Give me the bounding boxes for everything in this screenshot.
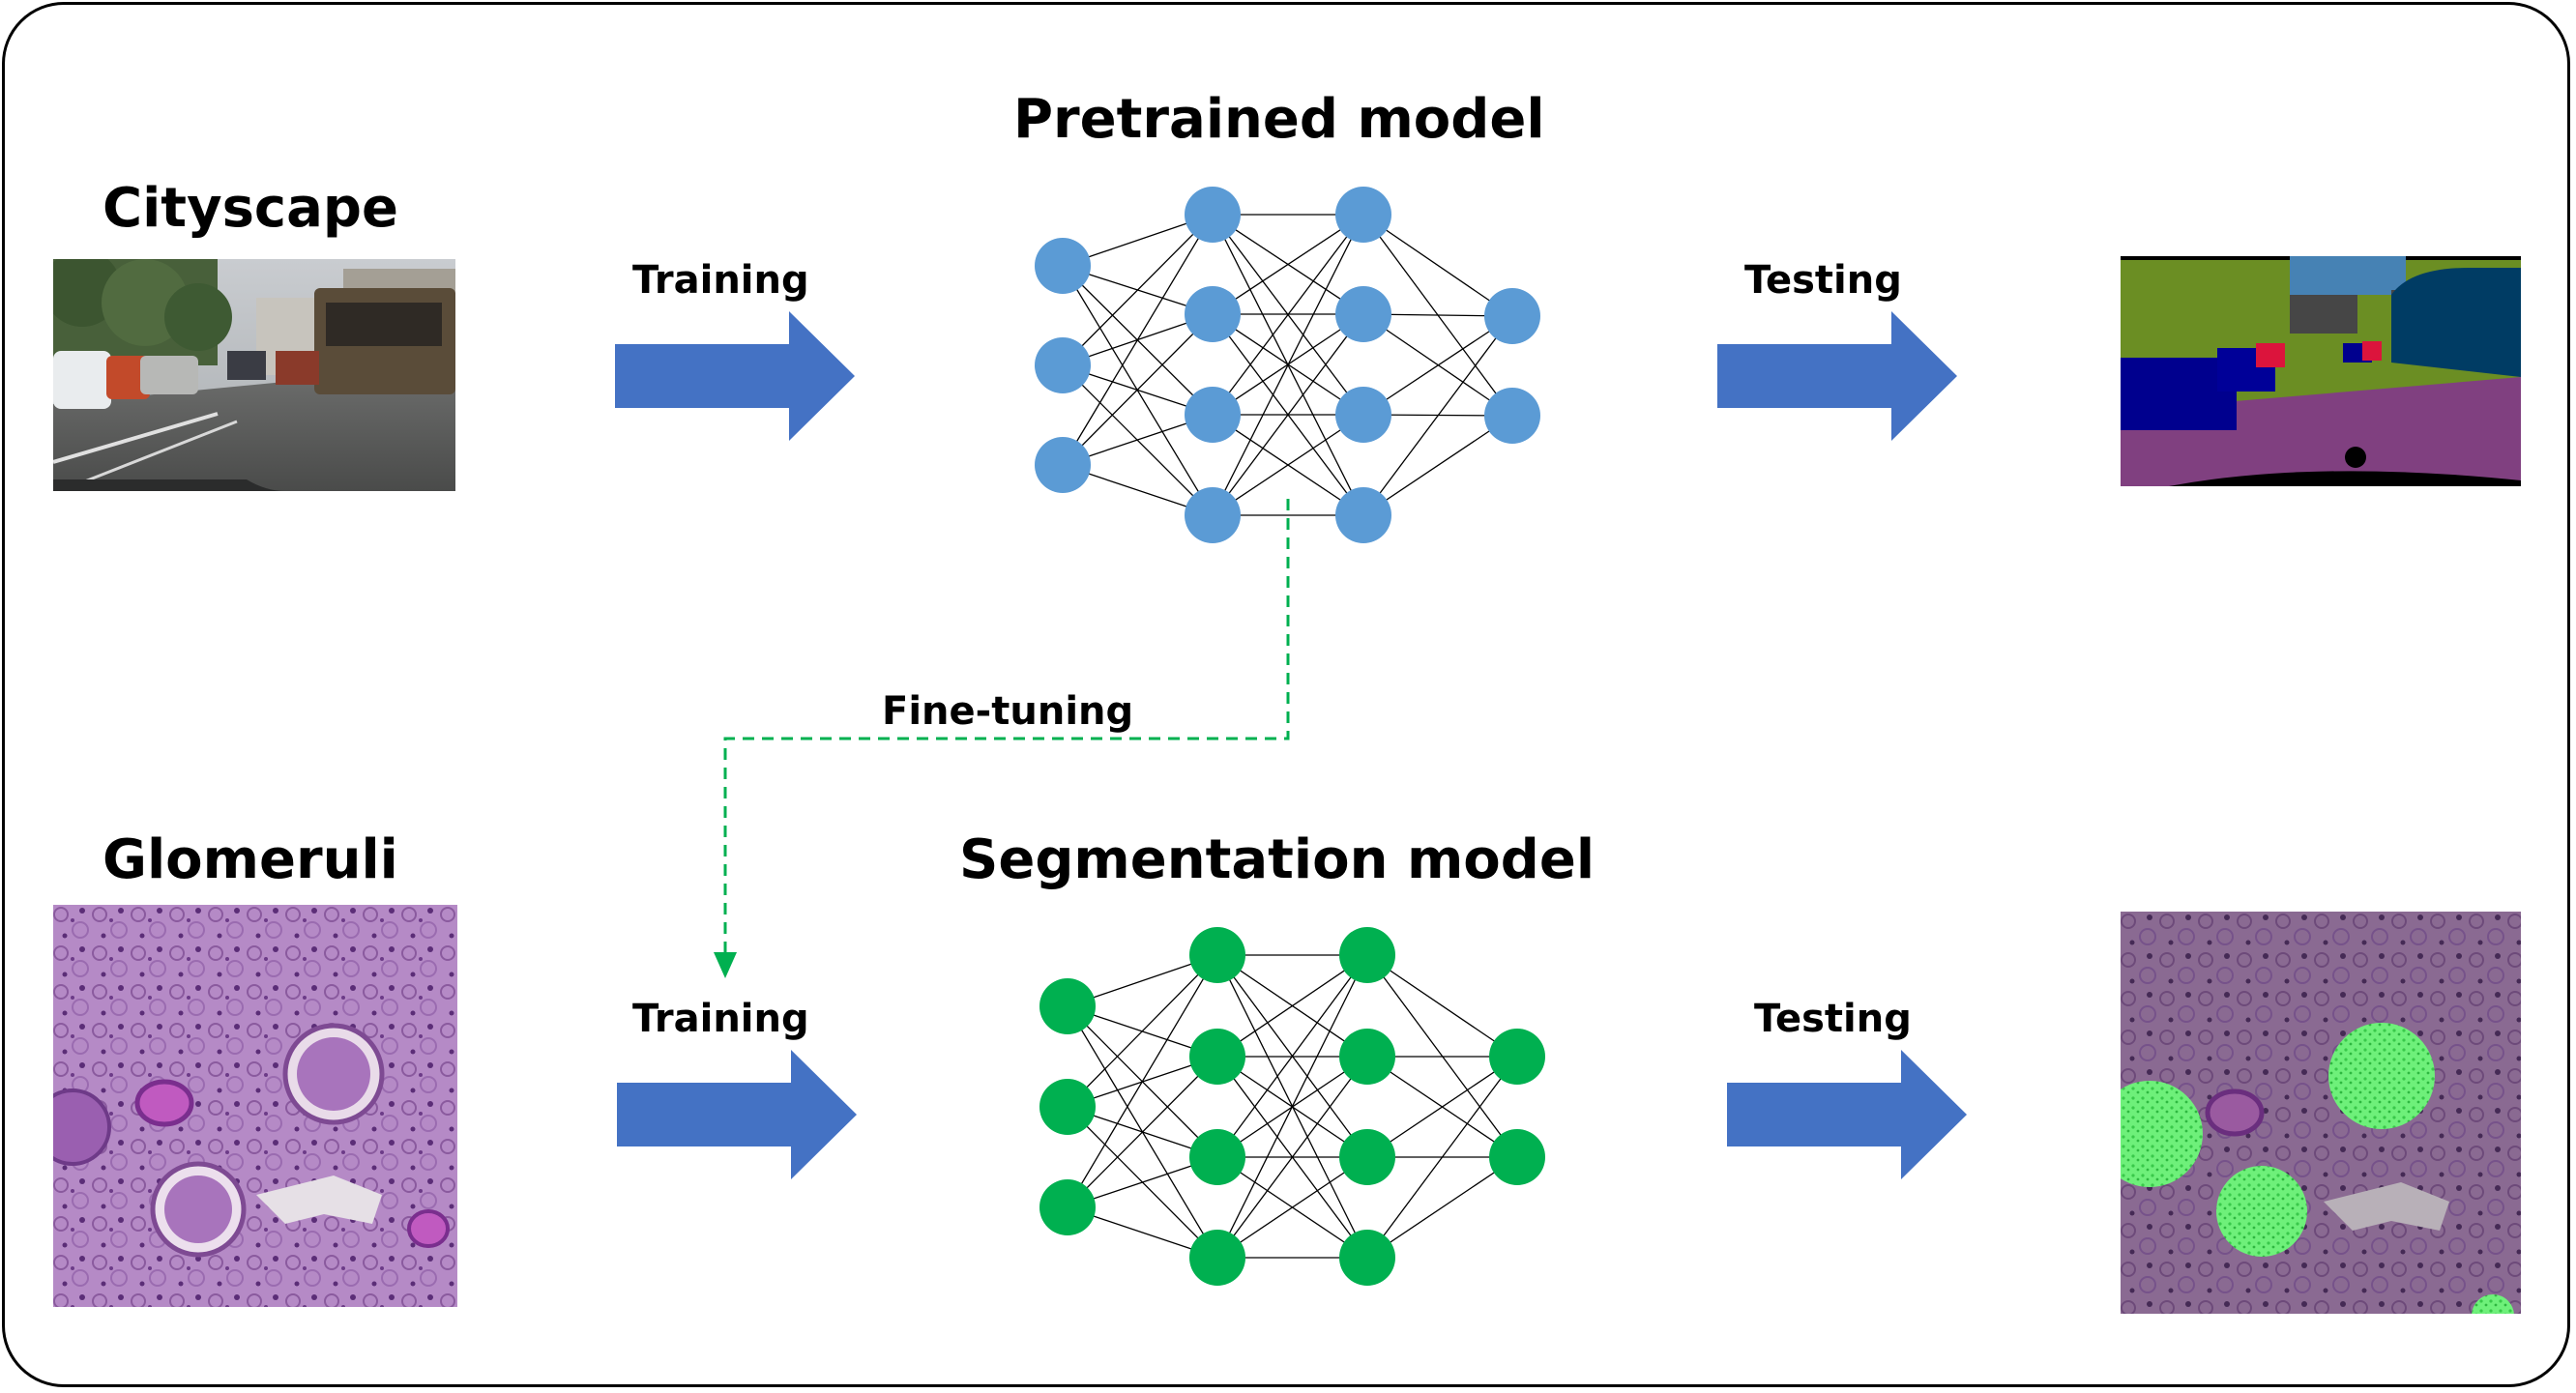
segmentation-edge <box>1216 1056 1368 1259</box>
pretrained-edge <box>1362 315 1513 516</box>
pretrained-node-l2-n4 <box>1185 487 1241 543</box>
pretrained-node-l1-n1 <box>1035 238 1091 294</box>
pretrained-node-l3-n4 <box>1335 487 1391 543</box>
segmentation-node-l3-n3 <box>1339 1129 1395 1185</box>
segmentation-node-l1-n3 <box>1039 1179 1096 1235</box>
segmentation-node-l2-n3 <box>1189 1129 1245 1185</box>
glomeruli-histology-image <box>53 905 457 1307</box>
segmentation-node-l3-n1 <box>1339 927 1395 983</box>
pretrained-model-title: Pretrained model <box>1013 88 1545 151</box>
segmentation-edge <box>1216 954 1368 1259</box>
top-training-arrow <box>615 311 855 441</box>
pretrained-edge <box>1212 214 1364 416</box>
pretrained-node-l2-n3 <box>1185 387 1241 443</box>
segmentation-node-l3-n4 <box>1339 1230 1395 1286</box>
fine-tuning-connector <box>723 499 1290 962</box>
pretrained-edge <box>1062 214 1214 466</box>
top-training-label: Training <box>632 258 809 303</box>
cityscape-segmentation-output <box>2121 256 2521 486</box>
segmentation-node-l2-n1 <box>1189 927 1245 983</box>
fine-tuning-label: Fine-tuning <box>882 689 1134 734</box>
segmentation-edge <box>1067 954 1218 1108</box>
pretrained-edge <box>1212 313 1364 516</box>
segmentation-edge <box>1067 954 1218 1208</box>
segmentation-node-l3-n2 <box>1339 1029 1395 1085</box>
pretrained-node-l4-n1 <box>1484 288 1540 344</box>
segmentation-edge <box>1366 1056 1518 1158</box>
segmentation-edge <box>1366 1056 1518 1259</box>
pretrained-node-l4-n2 <box>1484 388 1540 444</box>
segmentation-node-l4-n1 <box>1489 1029 1545 1085</box>
pretrained-node-l2-n2 <box>1185 286 1241 342</box>
top-testing-arrow <box>1717 311 1957 441</box>
cityscape-photo <box>53 259 455 491</box>
glomeruli-segmentation-output <box>2121 912 2521 1314</box>
pretrained-edge <box>1362 415 1513 516</box>
top-testing-label: Testing <box>1744 258 1902 303</box>
segmentation-node-l2-n4 <box>1189 1230 1245 1286</box>
bottom-training-arrow <box>617 1050 857 1179</box>
pretrained-edge <box>1212 414 1364 516</box>
pretrained-node-l3-n2 <box>1335 286 1391 342</box>
pretrained-edge <box>1062 214 1214 366</box>
cityscape-title: Cityscape <box>102 177 398 240</box>
pretrained-edge <box>1062 313 1214 466</box>
segmentation-edge <box>1216 954 1368 1058</box>
pretrained-edge <box>1212 214 1364 516</box>
pretrained-edge <box>1362 214 1513 317</box>
pretrained-edge <box>1362 315 1513 416</box>
pretrained-node-l1-n2 <box>1035 337 1091 393</box>
bottom-testing-arrow <box>1727 1050 1967 1179</box>
segmentation-model-title: Segmentation model <box>959 828 1595 891</box>
segmentation-node-l2-n2 <box>1189 1029 1245 1085</box>
segmentation-network <box>1039 927 1545 1286</box>
pretrained-edge <box>1212 214 1364 315</box>
segmentation-edge <box>1067 1056 1218 1208</box>
bottom-training-label: Training <box>632 997 809 1041</box>
segmentation-edge <box>1366 954 1518 1058</box>
segmentation-edge <box>1366 1156 1518 1259</box>
segmentation-edge <box>1216 954 1368 1158</box>
segmentation-node-l4-n2 <box>1489 1129 1545 1185</box>
segmentation-node-l1-n2 <box>1039 1079 1096 1135</box>
pretrained-node-l3-n3 <box>1335 387 1391 443</box>
pretrained-network <box>1035 187 1540 543</box>
bottom-testing-label: Testing <box>1754 997 1912 1041</box>
pretrained-node-l2-n1 <box>1185 187 1241 243</box>
glomeruli-title: Glomeruli <box>102 828 398 891</box>
segmentation-edge <box>1216 1156 1368 1259</box>
pretrained-node-l1-n3 <box>1035 437 1091 493</box>
pretrained-node-l3-n1 <box>1335 187 1391 243</box>
fine-tuning-arrowhead <box>714 952 737 978</box>
segmentation-node-l1-n1 <box>1039 978 1096 1034</box>
